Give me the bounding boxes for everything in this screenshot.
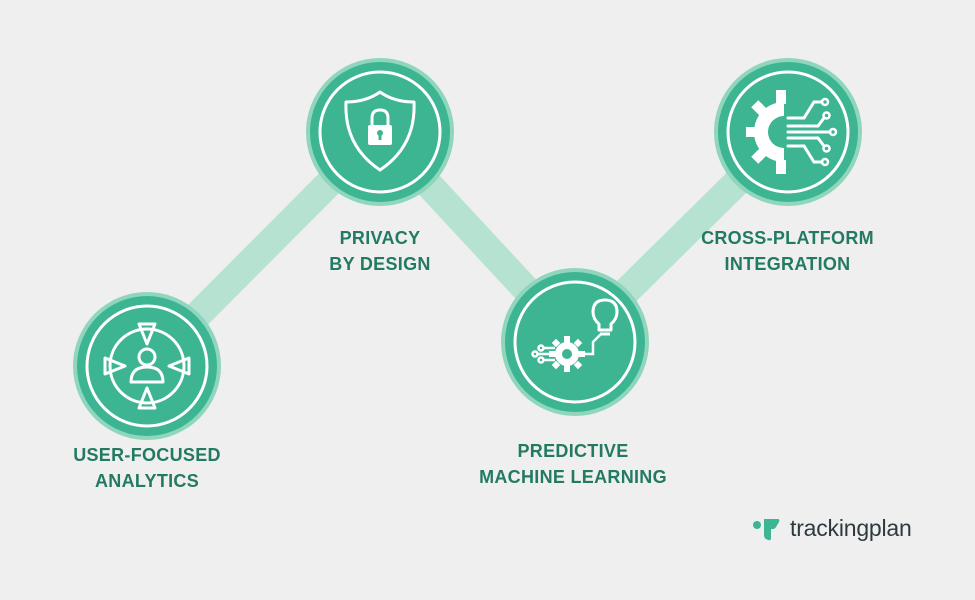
label-cross-platform-integration: CROSS-PLATFORM INTEGRATION [680, 225, 895, 277]
gear-bulb-icon [513, 280, 637, 404]
label-line-2: ANALYTICS [94, 471, 200, 491]
shield-lock-icon [318, 70, 442, 194]
label-line-2: INTEGRATION [724, 254, 851, 274]
gear-circuit-icon [726, 70, 850, 194]
node-cross-platform-integration [718, 62, 858, 202]
label-predictive-machine-learning: PREDICTIVE MACHINE LEARNING [468, 438, 678, 490]
trackingplan-logo-icon [753, 519, 780, 541]
label-line-2: MACHINE LEARNING [479, 467, 667, 487]
node-privacy-by-design [310, 62, 450, 202]
label-line-1: PRIVACY [339, 228, 421, 248]
brand-name: trackingplan [790, 514, 912, 541]
node-predictive-machine-learning [505, 272, 645, 412]
brand-logo: trackingplan [752, 512, 912, 544]
label-privacy-by-design: PRIVACY BY DESIGN [290, 225, 470, 277]
label-user-focused-analytics: USER-FOCUSED ANALYTICS [47, 442, 247, 494]
node-user-focused-analytics [77, 296, 217, 436]
label-line-1: PREDICTIVE [517, 441, 629, 461]
label-line-2: BY DESIGN [329, 254, 431, 274]
target-user-icon [85, 304, 209, 428]
label-line-1: USER-FOCUSED [73, 445, 221, 465]
label-line-1: CROSS-PLATFORM [701, 228, 874, 248]
